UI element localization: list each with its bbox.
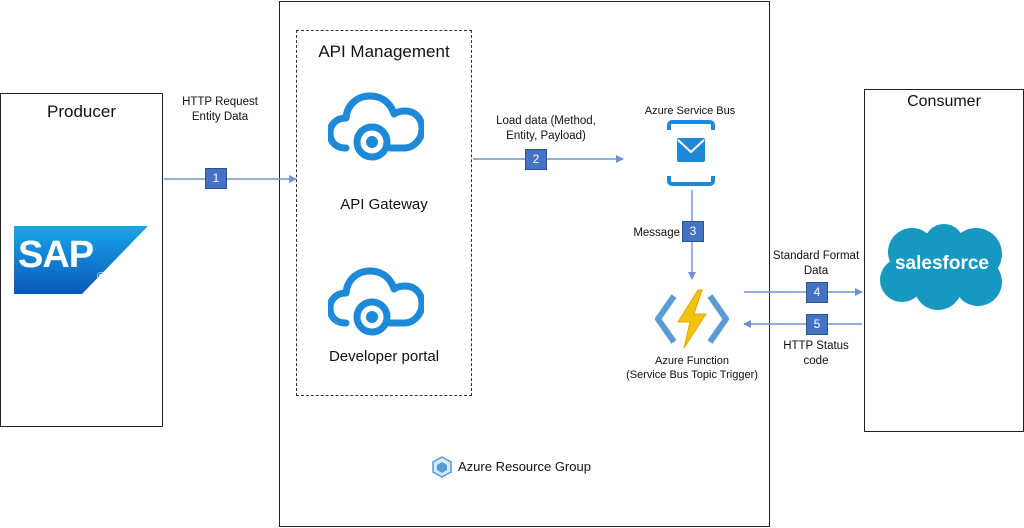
- azure-function-label-line1: Azure Function: [655, 355, 729, 367]
- developer-portal-icon: [326, 265, 426, 341]
- flow-2-step-badge: 2: [525, 149, 547, 170]
- api-management-title: API Management: [318, 42, 450, 61]
- sap-registered-mark: ®: [97, 271, 106, 283]
- flow-5-label-line1: HTTP Status: [783, 340, 849, 352]
- azure-resource-group-box: [279, 1, 770, 527]
- producer-title: Producer: [47, 102, 116, 121]
- sap-logo-text: SAP: [18, 234, 94, 276]
- flow-1-label-line1: HTTP Request: [182, 96, 258, 108]
- flow-4-label-line1: Standard Format: [772, 250, 860, 262]
- developer-portal-label: Developer portal: [328, 348, 440, 365]
- flow-1-step-badge: 1: [205, 168, 227, 189]
- flow-5-step-badge: 5: [806, 314, 828, 335]
- consumer-title: Consumer: [907, 93, 981, 110]
- salesforce-logo-text: salesforce: [894, 253, 989, 274]
- api-gateway-label: API Gateway: [340, 196, 428, 213]
- service-bus-label: Azure Service Bus: [644, 105, 736, 117]
- flow-3-step-badge: 3: [682, 221, 704, 242]
- salesforce-logo: salesforce: [872, 222, 1012, 314]
- flow-1-label-line2: Entity Data: [191, 111, 249, 123]
- resource-group-icon: [431, 456, 453, 478]
- azure-function-icon: [654, 288, 730, 350]
- api-gateway-icon: [326, 90, 426, 166]
- azure-function-label-line2: (Service Bus Topic Trigger): [626, 369, 758, 381]
- flow-5-label-line2: code: [803, 355, 829, 367]
- flow-2-label-line2: Entity, Payload): [506, 130, 586, 142]
- flow-4-label-line2: Data: [803, 265, 829, 277]
- resource-group-label: Azure Resource Group: [458, 459, 591, 474]
- api-management-box: [296, 30, 472, 396]
- sap-logo: SAP ®: [14, 226, 148, 294]
- service-bus-icon: [667, 120, 715, 186]
- flow-4-step-badge: 4: [806, 282, 828, 303]
- flow-2-label-line1: Load data (Method,: [496, 115, 596, 127]
- flow-3-label: Message: [633, 227, 680, 239]
